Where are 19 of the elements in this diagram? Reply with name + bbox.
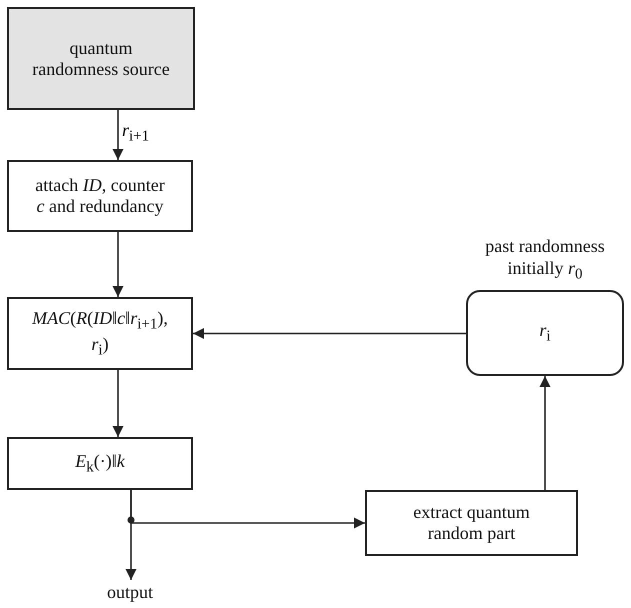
arrow bbox=[130, 490, 365, 529]
node-heading: past randomness initially r$_{0}$ bbox=[484, 236, 606, 284]
process-box bbox=[7, 7, 195, 110]
node-text: quantum randomness source bbox=[31, 38, 171, 80]
node-text: MAC(R(ID‖c‖r$_{i+1}$), r$_{i}$) bbox=[31, 308, 169, 360]
node-text: E$_{k}$(·)‖k bbox=[75, 450, 125, 476]
process-box bbox=[7, 160, 193, 232]
output-label: output bbox=[107, 582, 154, 602]
node-text: r$_{i}$ bbox=[539, 320, 551, 346]
arrow bbox=[539, 376, 551, 490]
arrow bbox=[112, 370, 124, 437]
arrow bbox=[112, 232, 124, 297]
arrow bbox=[112, 110, 124, 160]
node-text: extract quantum random part bbox=[412, 502, 531, 544]
node-text: attach ID, counter c and redundancy bbox=[34, 175, 166, 217]
process-box bbox=[365, 490, 578, 556]
process-box bbox=[7, 437, 193, 490]
process-box bbox=[7, 297, 193, 370]
arrow bbox=[193, 328, 466, 340]
